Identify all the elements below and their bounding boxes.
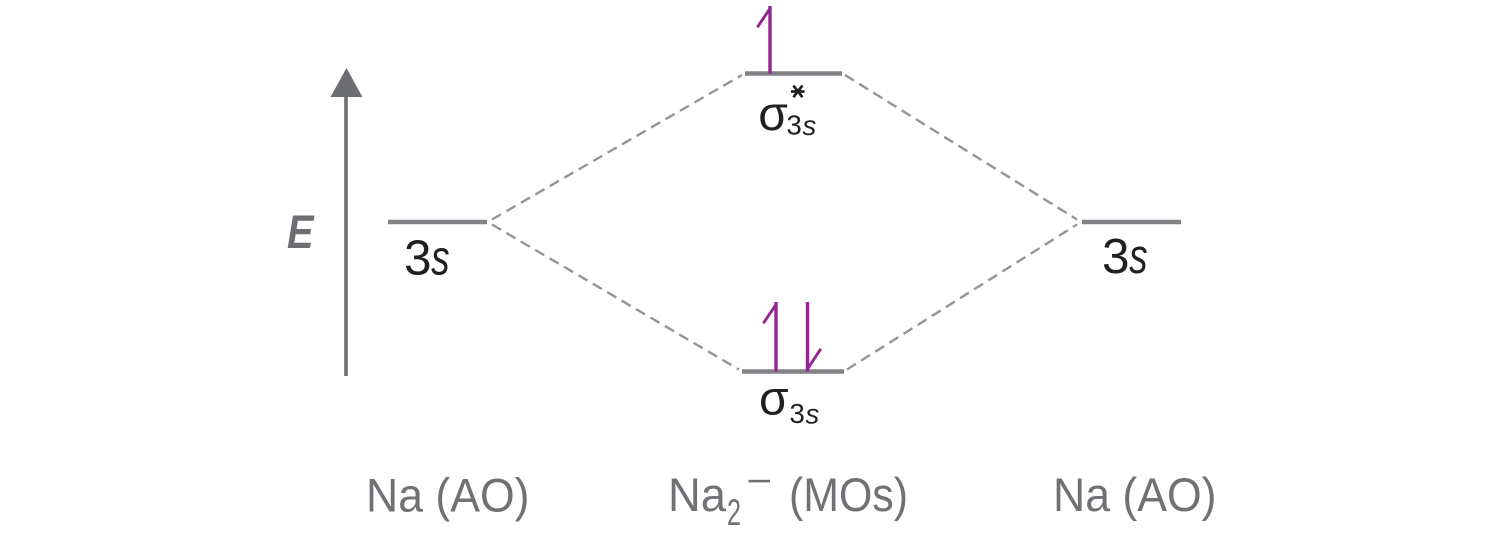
svg-text:s: s xyxy=(431,231,449,286)
svg-text:(MOs): (MOs) xyxy=(789,468,908,521)
svg-text:E: E xyxy=(287,205,315,258)
svg-text:2: 2 xyxy=(727,492,741,533)
svg-text:3: 3 xyxy=(787,110,802,141)
svg-text:3: 3 xyxy=(404,231,432,286)
svg-text:σ: σ xyxy=(759,373,789,426)
svg-text:3: 3 xyxy=(790,398,805,429)
svg-text:σ: σ xyxy=(758,88,788,141)
svg-text:Na (AO): Na (AO) xyxy=(366,469,530,522)
svg-text:s: s xyxy=(1129,230,1147,285)
svg-text:s: s xyxy=(803,110,817,141)
svg-text:3: 3 xyxy=(1102,229,1130,284)
svg-text:Na (AO): Na (AO) xyxy=(1053,468,1217,521)
svg-text:Na: Na xyxy=(668,468,727,521)
svg-text:s: s xyxy=(806,398,820,429)
